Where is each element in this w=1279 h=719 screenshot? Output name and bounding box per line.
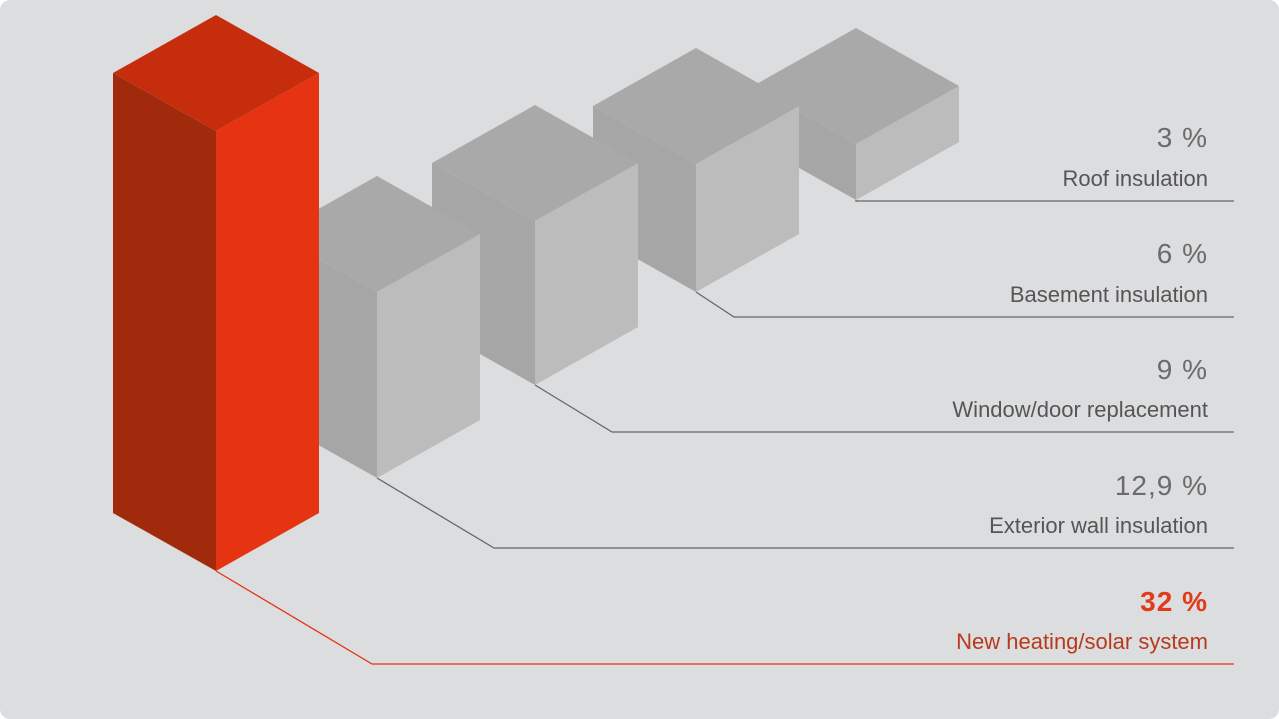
category-label-0: New heating/solar system	[956, 629, 1208, 654]
bar-top-face	[593, 48, 799, 164]
leader-line-1	[376, 477, 1234, 549]
bar-top-face	[432, 105, 638, 221]
bar-top-face	[113, 15, 319, 131]
bar-right-face	[535, 163, 638, 385]
bar-top-face	[274, 176, 480, 292]
bar-1	[274, 176, 480, 478]
bar-right-face	[377, 234, 480, 478]
category-label-1: Exterior wall insulation	[989, 513, 1208, 538]
value-label-0: 32 %	[1140, 586, 1208, 617]
leader-line-0	[215, 570, 1234, 665]
leader-line-4	[855, 200, 1234, 202]
bar-right-face	[216, 73, 319, 571]
leader-line-2	[534, 384, 1234, 433]
category-label-3: Basement insulation	[1009, 282, 1208, 307]
bar-left-face	[113, 73, 216, 571]
value-label-2: 9 %	[1156, 354, 1208, 385]
bar-right-face	[856, 86, 959, 200]
value-label-3: 6 %	[1156, 238, 1208, 269]
bar-top-face	[753, 28, 959, 144]
category-label-4: Roof insulation	[1062, 166, 1208, 191]
value-label-1: 12,9 %	[1114, 470, 1208, 501]
bar-0	[113, 15, 319, 571]
value-label-4: 3 %	[1156, 122, 1208, 153]
category-label-2: Window/door replacement	[952, 397, 1208, 422]
bar-right-face	[696, 106, 799, 292]
leader-line-3	[695, 291, 1234, 318]
